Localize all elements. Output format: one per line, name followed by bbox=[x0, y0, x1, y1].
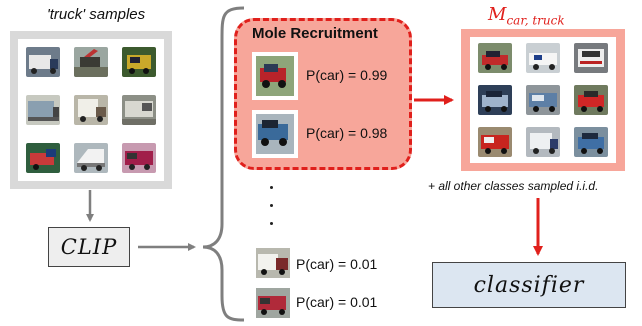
ellipsis-dot bbox=[270, 204, 273, 207]
car-sample-image bbox=[478, 127, 512, 157]
car-sample-image bbox=[478, 85, 512, 115]
truck-sample-image bbox=[74, 143, 108, 173]
car-sample-image bbox=[574, 85, 608, 115]
ellipsis-dot bbox=[270, 222, 273, 225]
low-probability-truck-image bbox=[256, 248, 290, 278]
car-sample-image bbox=[574, 127, 608, 157]
mole-probability: P(car) = 0.99 bbox=[306, 67, 388, 83]
truck-sample-image bbox=[122, 95, 156, 125]
car-sample-image bbox=[526, 127, 560, 157]
truck-samples-grid bbox=[18, 39, 164, 181]
truck-sample-image bbox=[74, 95, 108, 125]
truck-sample-image bbox=[26, 47, 60, 77]
mole-probability: P(car) = 0.98 bbox=[306, 125, 388, 141]
low-probability-card bbox=[254, 246, 292, 280]
mole-car-image bbox=[256, 56, 294, 96]
truck-sample-image bbox=[122, 47, 156, 77]
m-set-label: Mcar, truck bbox=[488, 4, 565, 28]
car-sample-image bbox=[526, 85, 560, 115]
truck-samples-title: 'truck' samples bbox=[46, 6, 146, 23]
truck-sample-image bbox=[26, 143, 60, 173]
mole-car-image bbox=[256, 114, 294, 154]
classifier-box: classifier bbox=[432, 262, 626, 308]
car-sample-image bbox=[526, 43, 560, 73]
car-sample-image bbox=[574, 43, 608, 73]
low-probability-card bbox=[254, 286, 292, 320]
truck-sample-image bbox=[26, 95, 60, 125]
m-set-label-subscript: car, truck bbox=[506, 13, 565, 28]
low-probability-label: P(car) = 0.01 bbox=[296, 256, 378, 272]
m-set-grid bbox=[470, 37, 616, 163]
mole-card bbox=[252, 110, 298, 158]
car-sample-image bbox=[478, 43, 512, 73]
sampling-note: + all other classes sampled i.i.d. bbox=[428, 179, 599, 193]
truck-sample-image bbox=[74, 47, 108, 77]
low-probability-label: P(car) = 0.01 bbox=[296, 294, 378, 310]
ellipsis-dot bbox=[270, 186, 273, 189]
clip-model-box: CLIP bbox=[48, 227, 130, 267]
mole-card bbox=[252, 52, 298, 100]
m-set-label-main: M bbox=[488, 4, 507, 25]
low-probability-truck-image bbox=[256, 288, 290, 318]
truck-sample-image bbox=[122, 143, 156, 173]
curly-brace bbox=[202, 6, 245, 322]
mole-recruitment-title: Mole Recruitment bbox=[252, 25, 378, 42]
